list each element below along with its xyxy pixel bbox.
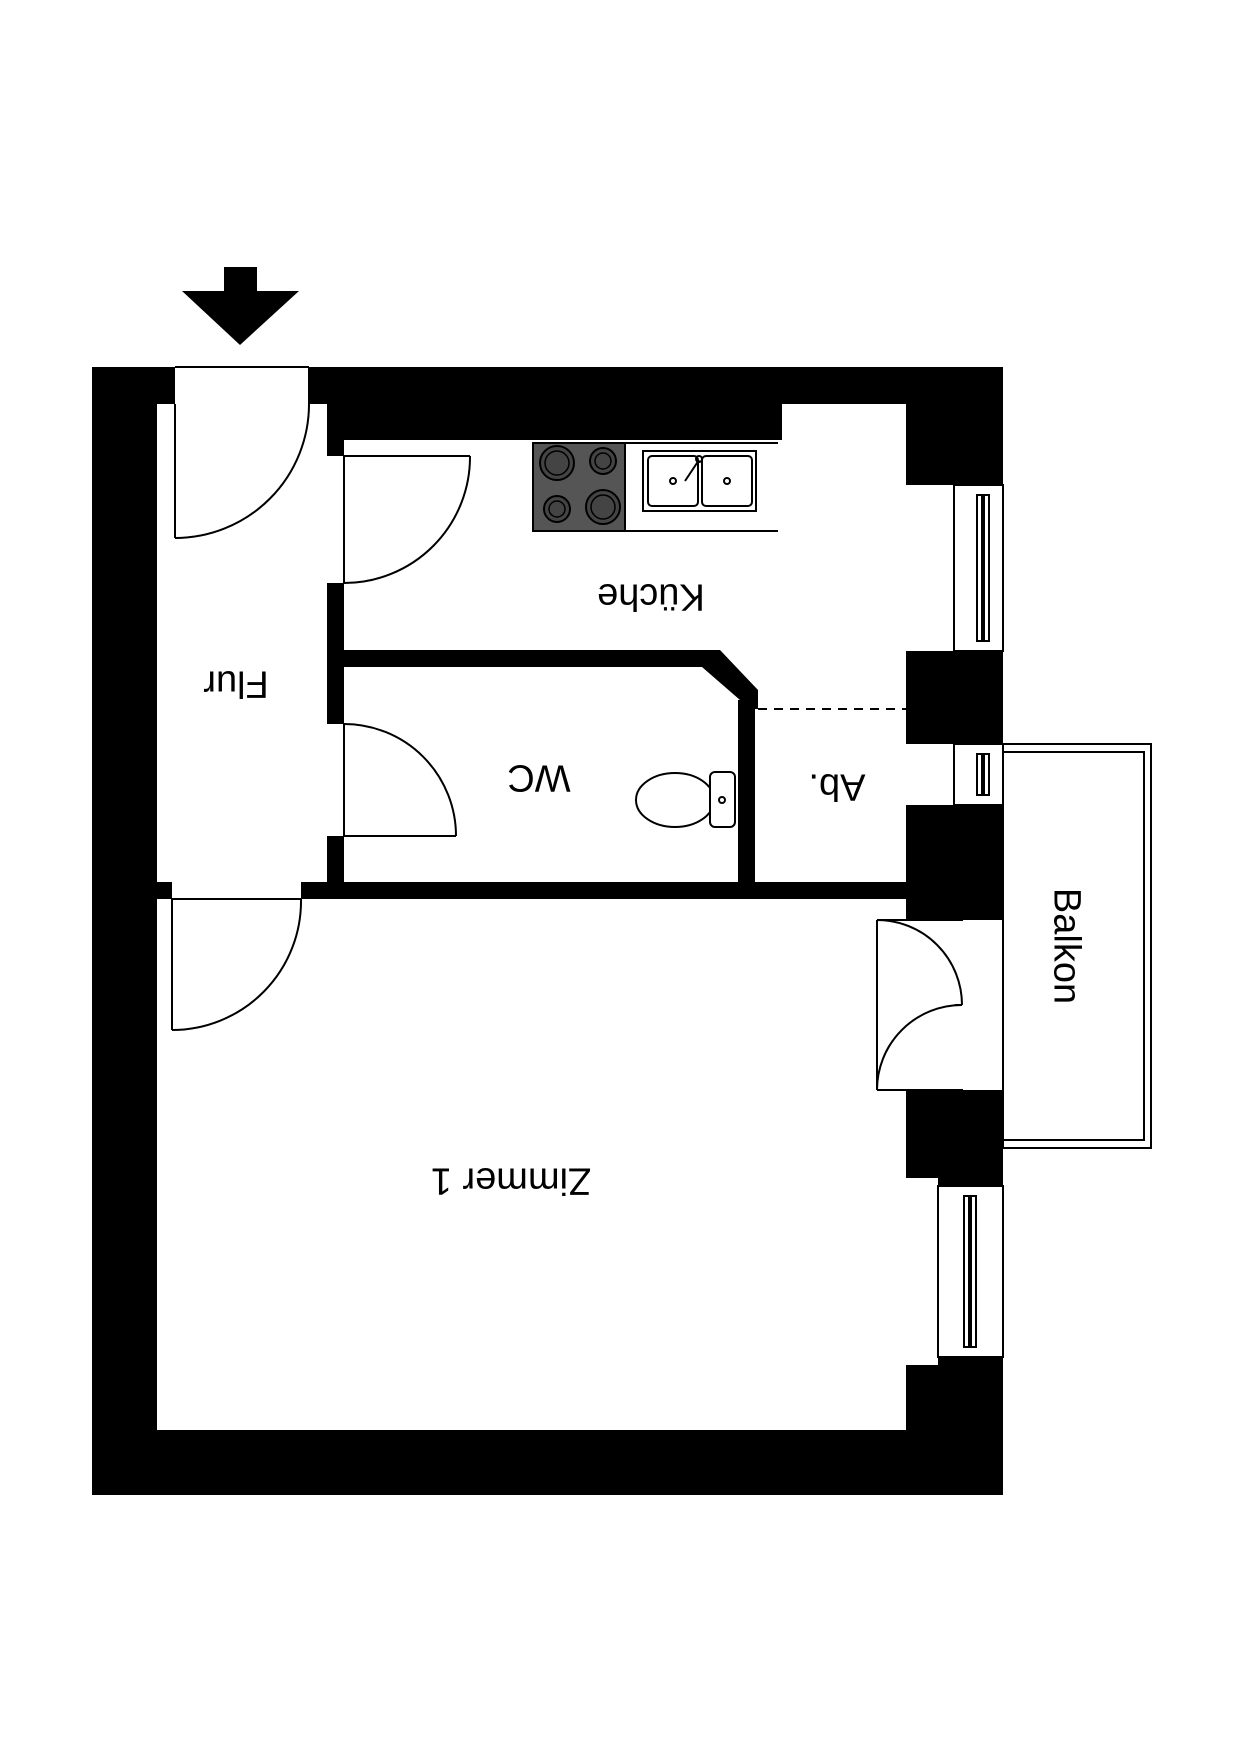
- balcony-outline: [1002, 743, 1152, 1149]
- kitchen-door[interactable]: [343, 455, 472, 584]
- storage-window: [953, 743, 1004, 806]
- room-label-zimmer1: Zimmer 1: [431, 1160, 591, 1202]
- sink-icon: [625, 442, 778, 532]
- room-label-wc: WC: [507, 757, 570, 799]
- balcony-door[interactable]: [876, 919, 963, 1091]
- entrance-arrow-icon: [182, 267, 299, 345]
- room-label-abstell: Ab.: [808, 766, 865, 808]
- room-label-flur: Flur: [203, 663, 269, 705]
- room-label-kueche: Küche: [597, 576, 705, 618]
- room-label-balkon: Balkon: [1046, 888, 1088, 1004]
- toilet-icon: [635, 771, 736, 828]
- inner-walls: [92, 404, 906, 899]
- outer-walls: [92, 367, 1003, 1495]
- entrance-door[interactable]: [174, 366, 310, 539]
- wc-door[interactable]: [343, 723, 457, 837]
- kitchen-window: [953, 484, 1004, 652]
- stove-icon: [532, 442, 626, 532]
- room-door[interactable]: [171, 898, 303, 1031]
- room-window: [937, 1185, 1004, 1358]
